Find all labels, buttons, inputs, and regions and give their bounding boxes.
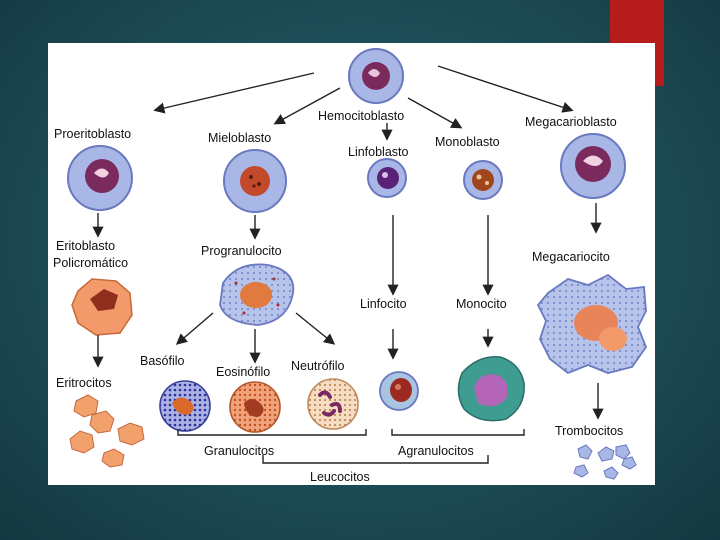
linfocito-cell: [379, 371, 419, 411]
monoblasto-cell: [463, 160, 503, 200]
megacariocito-cell: [536, 273, 648, 375]
label-eritoblasto-line2: Policromático: [53, 256, 128, 270]
mieloblasto-cell: [223, 149, 287, 213]
label-eosinofilo: Eosinófilo: [216, 365, 270, 379]
label-hemocitoblasto: Hemocitoblasto: [318, 109, 404, 123]
eritrocitos-cells: [69, 394, 145, 468]
label-monocito: Monocito: [456, 297, 507, 311]
progranulocito-cell: [219, 263, 295, 326]
trombocitos-cells: [573, 444, 637, 480]
label-neutrofilo: Neutrófilo: [291, 359, 345, 373]
label-proeritoblasto: Proeritoblasto: [54, 127, 131, 141]
label-linfocito: Linfocito: [360, 297, 407, 311]
label-agranulocitos: Agranulocitos: [398, 444, 474, 458]
label-progranulocito: Progranulocito: [201, 244, 282, 258]
label-megacariocito: Megacariocito: [532, 250, 610, 264]
label-eritoblasto-line1: Eritoblasto: [56, 239, 115, 253]
proeritoblasto-cell: [67, 145, 133, 211]
basofilo-cell: [159, 380, 211, 432]
label-megacarioblasto: Megacarioblasto: [525, 115, 617, 129]
label-trombocitos: Trombocitos: [555, 424, 623, 438]
monocito-cell: [457, 356, 525, 422]
hematopoiesis-diagram-panel: Proeritoblasto Mieloblasto Hemocitoblast…: [48, 43, 655, 485]
hematopoiesis-diagram: Proeritoblasto Mieloblasto Hemocitoblast…: [53, 48, 648, 484]
label-mieloblasto: Mieloblasto: [208, 131, 271, 145]
lineage-arrows: [92, 65, 604, 420]
neutrofilo-cell: [307, 378, 359, 430]
eosinofilo-cell: [229, 381, 281, 433]
label-granulocitos: Granulocitos: [204, 444, 274, 458]
label-basofilo: Basófilo: [140, 354, 185, 368]
eritoblasto-policromatico-cell: [71, 278, 133, 336]
grouping-brackets: [177, 429, 525, 464]
label-monoblasto: Monoblasto: [435, 135, 500, 149]
label-leucocitos: Leucocitos: [310, 470, 370, 484]
label-linfoblasto: Linfoblasto: [348, 145, 409, 159]
hemocitoblasto-cell: [348, 48, 404, 104]
megacarioblasto-cell: [560, 133, 626, 199]
linfoblasto-cell: [367, 158, 407, 198]
label-eritrocitos: Eritrocitos: [56, 376, 112, 390]
